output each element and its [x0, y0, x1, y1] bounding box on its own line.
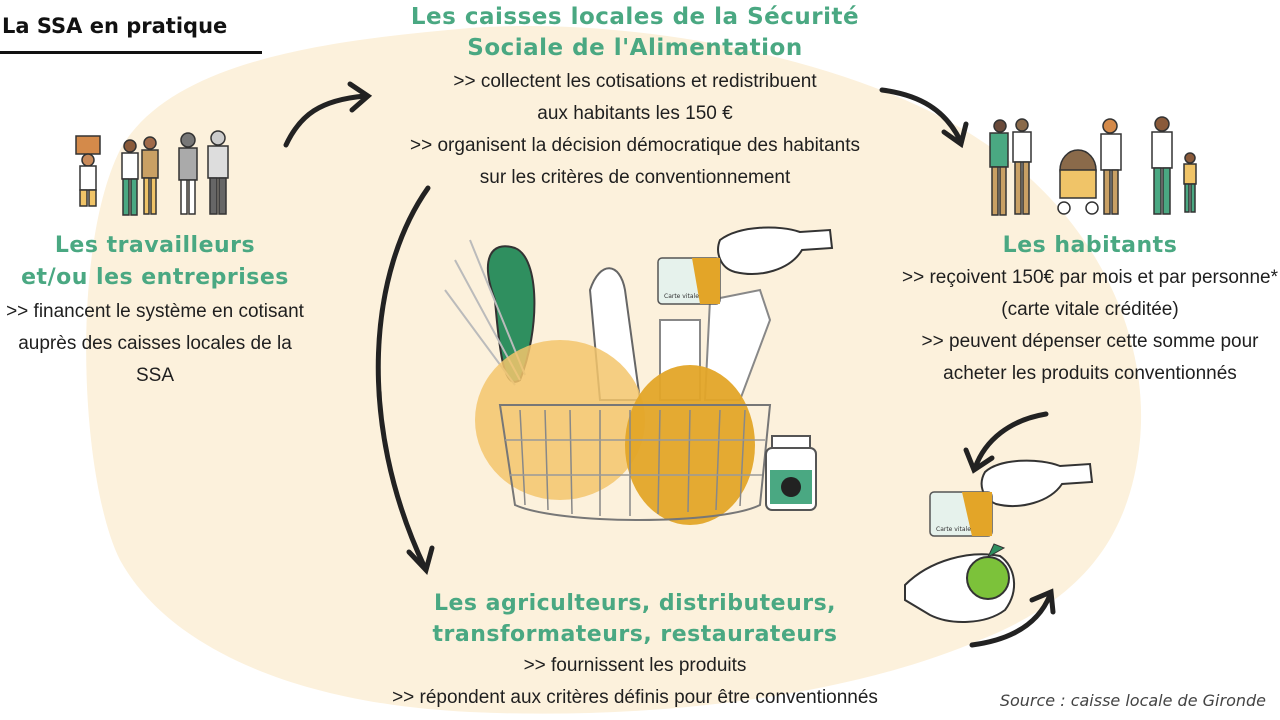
agriculteurs-title-line: Les agriculteurs, distributeurs, — [433, 591, 837, 616]
hand-icon — [717, 226, 834, 275]
habitants-text-line: >> peuvent dépenser cette somme pour — [921, 331, 1259, 352]
people-icon — [989, 116, 1197, 216]
travailleurs-block: Les travailleurs et/ou les entreprises >… — [0, 230, 310, 392]
caisses-title-line: Les caisses locales de la Sécurité — [410, 4, 860, 30]
basket-icon — [444, 239, 772, 525]
caisses-text-line: >> organisent la décision démocratique d… — [410, 135, 860, 156]
arrow-icon — [406, 545, 435, 575]
habitants-title-line: Les habitants — [1002, 233, 1178, 258]
agriculteurs-text-line: >> fournissent les produits — [523, 655, 747, 676]
source-caption: Source : caisse locale de Gironde — [999, 691, 1266, 710]
page-title: La SSA en pratique — [2, 14, 228, 38]
caisses-text-line: aux habitants les 150 € — [537, 103, 733, 124]
people-icon — [75, 130, 229, 216]
arrow-icon — [347, 81, 373, 113]
arrow-icon — [941, 121, 969, 149]
habitants-block: Les habitants >> reçoivent 150€ par mois… — [900, 230, 1280, 390]
habitants-text-line: acheter les produits conventionnés — [943, 363, 1237, 384]
arrow-icon — [283, 81, 1056, 648]
agriculteurs-text-line: >> répondent aux critères définis pour ê… — [392, 687, 878, 708]
habitants-text-line: (carte vitale créditée) — [1001, 299, 1179, 320]
caisses-title-line: Sociale de l'Alimentation — [467, 35, 803, 61]
habitants-text-line: >> reçoivent 150€ par mois et par person… — [901, 267, 1278, 288]
arrow-icon — [879, 87, 963, 143]
agriculteurs-title-line: transformateurs, restaurateurs — [432, 622, 838, 647]
arrow-icon — [969, 592, 1053, 648]
caisses-text-line: sur les critères de conventionnement — [479, 167, 791, 188]
travailleurs-title-line: Les travailleurs — [54, 233, 256, 258]
apple-icon — [966, 543, 1010, 600]
arrow-icon — [963, 447, 995, 474]
arrow-icon — [283, 93, 368, 148]
arrow-icon — [972, 411, 1049, 471]
svg-text:Carte vitale: Carte vitale — [936, 526, 971, 533]
agriculteurs-block: Les agriculteurs, distributeurs, transfo… — [330, 588, 940, 714]
card-icon: Carte vitale — [929, 491, 993, 537]
jar-icon — [765, 435, 817, 511]
card-icon: Carte vitale — [657, 257, 721, 305]
travailleurs-title-line: et/ou les entreprises — [21, 265, 289, 290]
travailleurs-text-line: >> financent le système en cotisant — [6, 301, 304, 322]
svg-text:Carte vitale: Carte vitale — [664, 293, 699, 300]
travailleurs-text-line: auprès des caisses locales de la SSA — [18, 333, 292, 386]
title-underline — [0, 51, 262, 54]
caisses-block: Les caisses locales de la Sécurité Socia… — [330, 2, 940, 194]
arrow-icon — [1029, 588, 1056, 615]
arrow-icon — [375, 185, 431, 571]
caisses-text-line: >> collectent les cotisations et redistr… — [453, 71, 817, 92]
